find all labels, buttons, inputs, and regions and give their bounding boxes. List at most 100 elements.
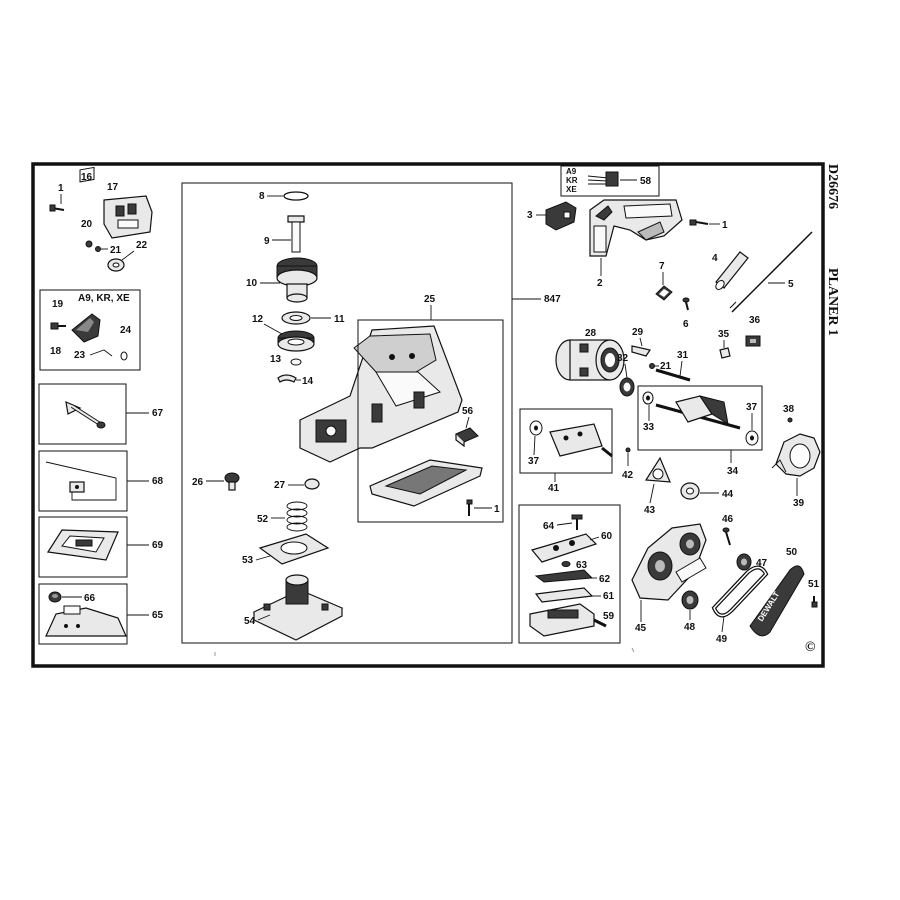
region-box-65: [38, 583, 128, 645]
part-10-depth-knob: [276, 257, 318, 303]
part-35-brush: [719, 347, 731, 359]
part-25-housing: [299, 325, 463, 463]
copyright-mark: ©: [805, 640, 816, 655]
label-6: 6: [683, 319, 689, 330]
part-8-ring: [283, 191, 309, 201]
label-58: 58: [640, 176, 652, 187]
label-21b: 21: [660, 361, 672, 372]
part-52-spring: [286, 501, 308, 532]
part-67-hex-key: [65, 401, 106, 429]
label-27: 27: [274, 480, 286, 491]
part-66-knob: [48, 591, 62, 603]
label-20: 20: [81, 219, 93, 230]
part-43-plate: [644, 456, 671, 483]
label-46: 46: [722, 514, 734, 525]
label-37b: 37: [528, 456, 540, 467]
part-11-washer: [281, 311, 311, 325]
label-50: 50: [786, 547, 798, 558]
label-51: 51: [808, 579, 820, 590]
part-41-cutter-head: [529, 420, 613, 458]
part-44-bearing: [680, 482, 700, 500]
part-17-switch-housing: [103, 195, 153, 239]
label-42: 42: [622, 470, 634, 481]
label-69: 69: [152, 540, 164, 551]
label-36: 36: [749, 315, 761, 326]
part-3-switch: [545, 201, 577, 231]
part-36-holder: [745, 335, 761, 347]
label-19: 19: [52, 299, 64, 310]
label-49: 49: [716, 634, 728, 645]
note-a9: A9: [566, 167, 577, 176]
assembly-box-34: [637, 385, 763, 451]
part-60-clamp: [530, 533, 598, 563]
label-34: 34: [727, 466, 739, 477]
model-number: D26676: [825, 164, 840, 209]
label-25: 25: [424, 294, 436, 305]
part-38-screw: [787, 417, 793, 423]
part-53-plate: [258, 533, 330, 565]
part-9-bolt: [287, 215, 305, 253]
label-16: 16: [81, 172, 93, 183]
sheet-title: PLANER 1: [825, 268, 840, 336]
label-9: 9: [264, 236, 270, 247]
part-26-knob: [224, 472, 240, 491]
part-48-pulley: [681, 590, 699, 610]
label-29: 29: [632, 327, 644, 338]
part-51-screw: [811, 596, 818, 608]
label-18: 18: [50, 346, 62, 357]
assembly-box-blades: [518, 504, 621, 644]
part-31-pin: [655, 368, 691, 382]
part-47-pulley: [736, 553, 752, 571]
label-31: 31: [677, 350, 689, 361]
part-1-screw-b: [466, 499, 473, 516]
part-54-block: [252, 574, 344, 641]
part-7-clamp: [655, 285, 673, 301]
label-32: 32: [617, 353, 629, 364]
label-35: 35: [718, 329, 730, 340]
label-64: 64: [543, 521, 555, 532]
region-box-68: [38, 450, 128, 512]
label-43: 43: [644, 505, 656, 516]
part-68-wrench: [45, 461, 117, 501]
label-8: 8: [259, 191, 265, 202]
part-23-spring: [89, 349, 113, 357]
part-29-brush: [631, 345, 651, 357]
part-20-pin: [85, 240, 93, 248]
label-68: 68: [152, 476, 164, 487]
part-21-nut-b: [649, 363, 655, 369]
part-65-depth-guide: [45, 605, 127, 637]
label-13: 13: [270, 354, 282, 365]
part-34-armature: [642, 391, 759, 446]
part-39-baffle: [771, 433, 821, 477]
label-14: 14: [302, 376, 314, 387]
label-52: 52: [257, 514, 269, 525]
label-3: 3: [527, 210, 533, 221]
part-50-belt-cover: DEWALT: [749, 565, 805, 637]
part-2-handle: [589, 199, 683, 257]
part-58-capacitor: [587, 171, 619, 187]
label-67: 67: [152, 408, 164, 419]
label-24: 24: [120, 325, 132, 336]
label-7: 7: [659, 261, 665, 272]
label-53: 53: [242, 555, 254, 566]
region-box-58: [560, 165, 660, 197]
part-13-ring: [290, 358, 302, 366]
part-1-screw: [49, 204, 65, 212]
region-note: A9, KR, XE: [78, 293, 130, 304]
label-847: 847: [544, 294, 561, 305]
part-56-bracket: [455, 427, 479, 448]
label-4: 4: [712, 253, 718, 264]
label-1: 1: [58, 183, 64, 194]
part-1-screw-c: [689, 219, 709, 226]
note-xe: XE: [566, 185, 577, 194]
part-27-nut: [304, 478, 320, 490]
label-63: 63: [576, 560, 588, 571]
label-10: 10: [246, 278, 258, 289]
assembly-box-37: [519, 408, 613, 474]
part-64-screw: [571, 514, 583, 530]
part-6-screw: [682, 297, 690, 311]
part-18-screw: [50, 322, 66, 330]
assembly-box-847: [181, 182, 513, 644]
label-39: 39: [793, 498, 805, 509]
